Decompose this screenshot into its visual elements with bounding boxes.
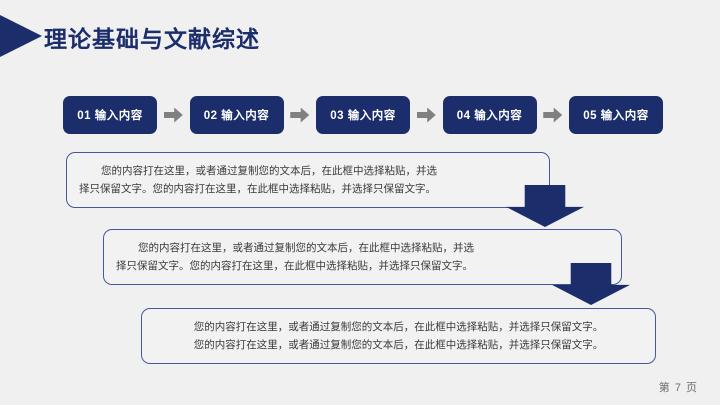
arrow-right-icon [543,107,563,123]
page-title: 理论基础与文献综述 [44,26,260,52]
content-box-1-line-2: 择只保留文字。您的内容打在这里，在此框中选择粘贴，并选择只保留文字。 [79,183,436,195]
triangle-right-icon [0,15,42,57]
step-chip-4[interactable]: 04 输入内容 [442,96,537,134]
content-box-2-line-1: 您的内容打在这里，或者通过复制您的文本后，在此框中选择粘贴，并选 [138,242,474,254]
content-box-3-line-1: 您的内容打在这里，或者通过复制您的文本后，在此框中选择粘贴，并选择只保留文字。 [193,321,604,333]
step-separator-4 [537,107,570,123]
content-box-1[interactable]: 您的内容打在这里，或者通过复制您的文本后，在此框中选择粘贴，并选 择只保留文字。… [66,152,550,208]
step-chip-3[interactable]: 03 输入内容 [316,96,410,134]
step-chip-5[interactable]: 05 输入内容 [569,96,663,134]
step-separator-1 [157,107,190,123]
step-flow-row: 01 输入内容 02 输入内容 03 输入内容 04 输入内容 05 输入内容 [63,93,663,137]
page-number: 第 7 页 [658,382,698,394]
arrow-right-icon [163,107,183,123]
slide-title-bar: 理论基础与文献综述 [0,10,720,62]
step-separator-2 [284,107,317,123]
step-separator-3 [410,107,443,123]
arrow-right-icon [290,107,310,123]
step-chip-2[interactable]: 02 输入内容 [189,96,284,134]
content-box-1-line-1: 您的内容打在这里，或者通过复制您的文本后，在此框中选择粘贴，并选 [101,165,437,177]
arrow-right-icon [416,107,436,123]
step-chip-1[interactable]: 01 输入内容 [63,96,157,134]
content-box-2-line-2: 择只保留文字。您的内容打在这里，在此框中选择粘贴，并选择只保留文字。 [116,260,473,272]
content-box-3-line-2: 您的内容打在这里，或者通过复制您的文本后，在此框中选择粘贴，并选择只保留文字。 [193,339,604,351]
content-box-2[interactable]: 您的内容打在这里，或者通过复制您的文本后，在此框中选择粘贴，并选 择只保留文字。… [103,229,622,285]
content-box-3[interactable]: 您的内容打在这里，或者通过复制您的文本后，在此框中选择粘贴，并选择只保留文字。 … [141,308,656,364]
